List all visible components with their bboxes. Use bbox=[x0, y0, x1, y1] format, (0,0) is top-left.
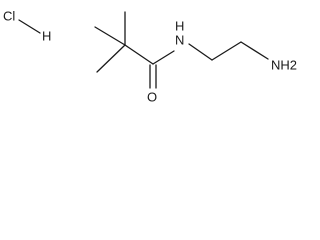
bond-quaternary-methyl-upper-left bbox=[94, 26, 126, 46]
bond-h-cl bbox=[18, 19, 41, 34]
atom-label-n: N bbox=[175, 32, 184, 47]
atom-label-o: O bbox=[147, 89, 157, 104]
bond-nitrogen-ch2 bbox=[188, 43, 213, 61]
bond-ch2-ch2 bbox=[211, 41, 242, 61]
atom-label-nh2: NH2 bbox=[271, 57, 297, 72]
atom-label-n-h: H bbox=[175, 18, 184, 33]
bond-ch2-amine bbox=[240, 41, 269, 60]
bond-quaternary-methyl-lower-left bbox=[96, 44, 126, 73]
bond-quaternary-carbonyl bbox=[124, 44, 154, 65]
structural-formula: Cl H O N H NH2 bbox=[3, 8, 297, 104]
atom-label-h-hcl: H bbox=[42, 28, 51, 43]
atom-label-cl: Cl bbox=[3, 8, 15, 23]
bond-carbonyl-nitrogen bbox=[152, 50, 175, 65]
